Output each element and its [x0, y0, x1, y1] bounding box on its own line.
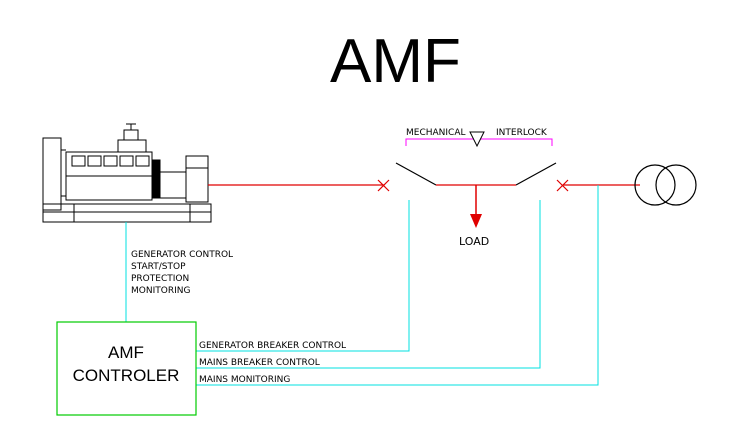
mains-breaker-cross — [556, 179, 569, 192]
interlock-right-label: INTERLOCK — [496, 128, 548, 138]
controller-line2: CONTROLER — [73, 366, 180, 385]
signal-wiring — [125, 185, 599, 386]
transfer-switch — [395, 162, 557, 186]
gen-breaker-control-label: GENERATOR BREAKER CONTROL — [199, 341, 346, 351]
generator-set — [42, 123, 212, 223]
start-stop-label: START/STOP — [131, 262, 186, 272]
protection-label: PROTECTION — [131, 274, 189, 284]
amf-controller-box — [56, 321, 197, 416]
controller-line1: AMF — [108, 343, 144, 362]
mains-transformer — [634, 164, 697, 206]
generator-control-label: GENERATOR CONTROL — [131, 250, 233, 260]
interlock-left-label: MECHANICAL — [406, 128, 466, 138]
diagram-title: AMF — [330, 27, 461, 96]
monitoring-label: MONITORING — [131, 286, 190, 296]
generator-breaker-cross — [377, 179, 390, 192]
load-arrow — [470, 185, 482, 228]
mains-breaker-control-label: MAINS BREAKER CONTROL — [199, 358, 320, 368]
load-label: LOAD — [459, 235, 489, 248]
mechanical-interlock — [405, 131, 553, 148]
mains-monitoring-label: MAINS MONITORING — [199, 375, 290, 385]
